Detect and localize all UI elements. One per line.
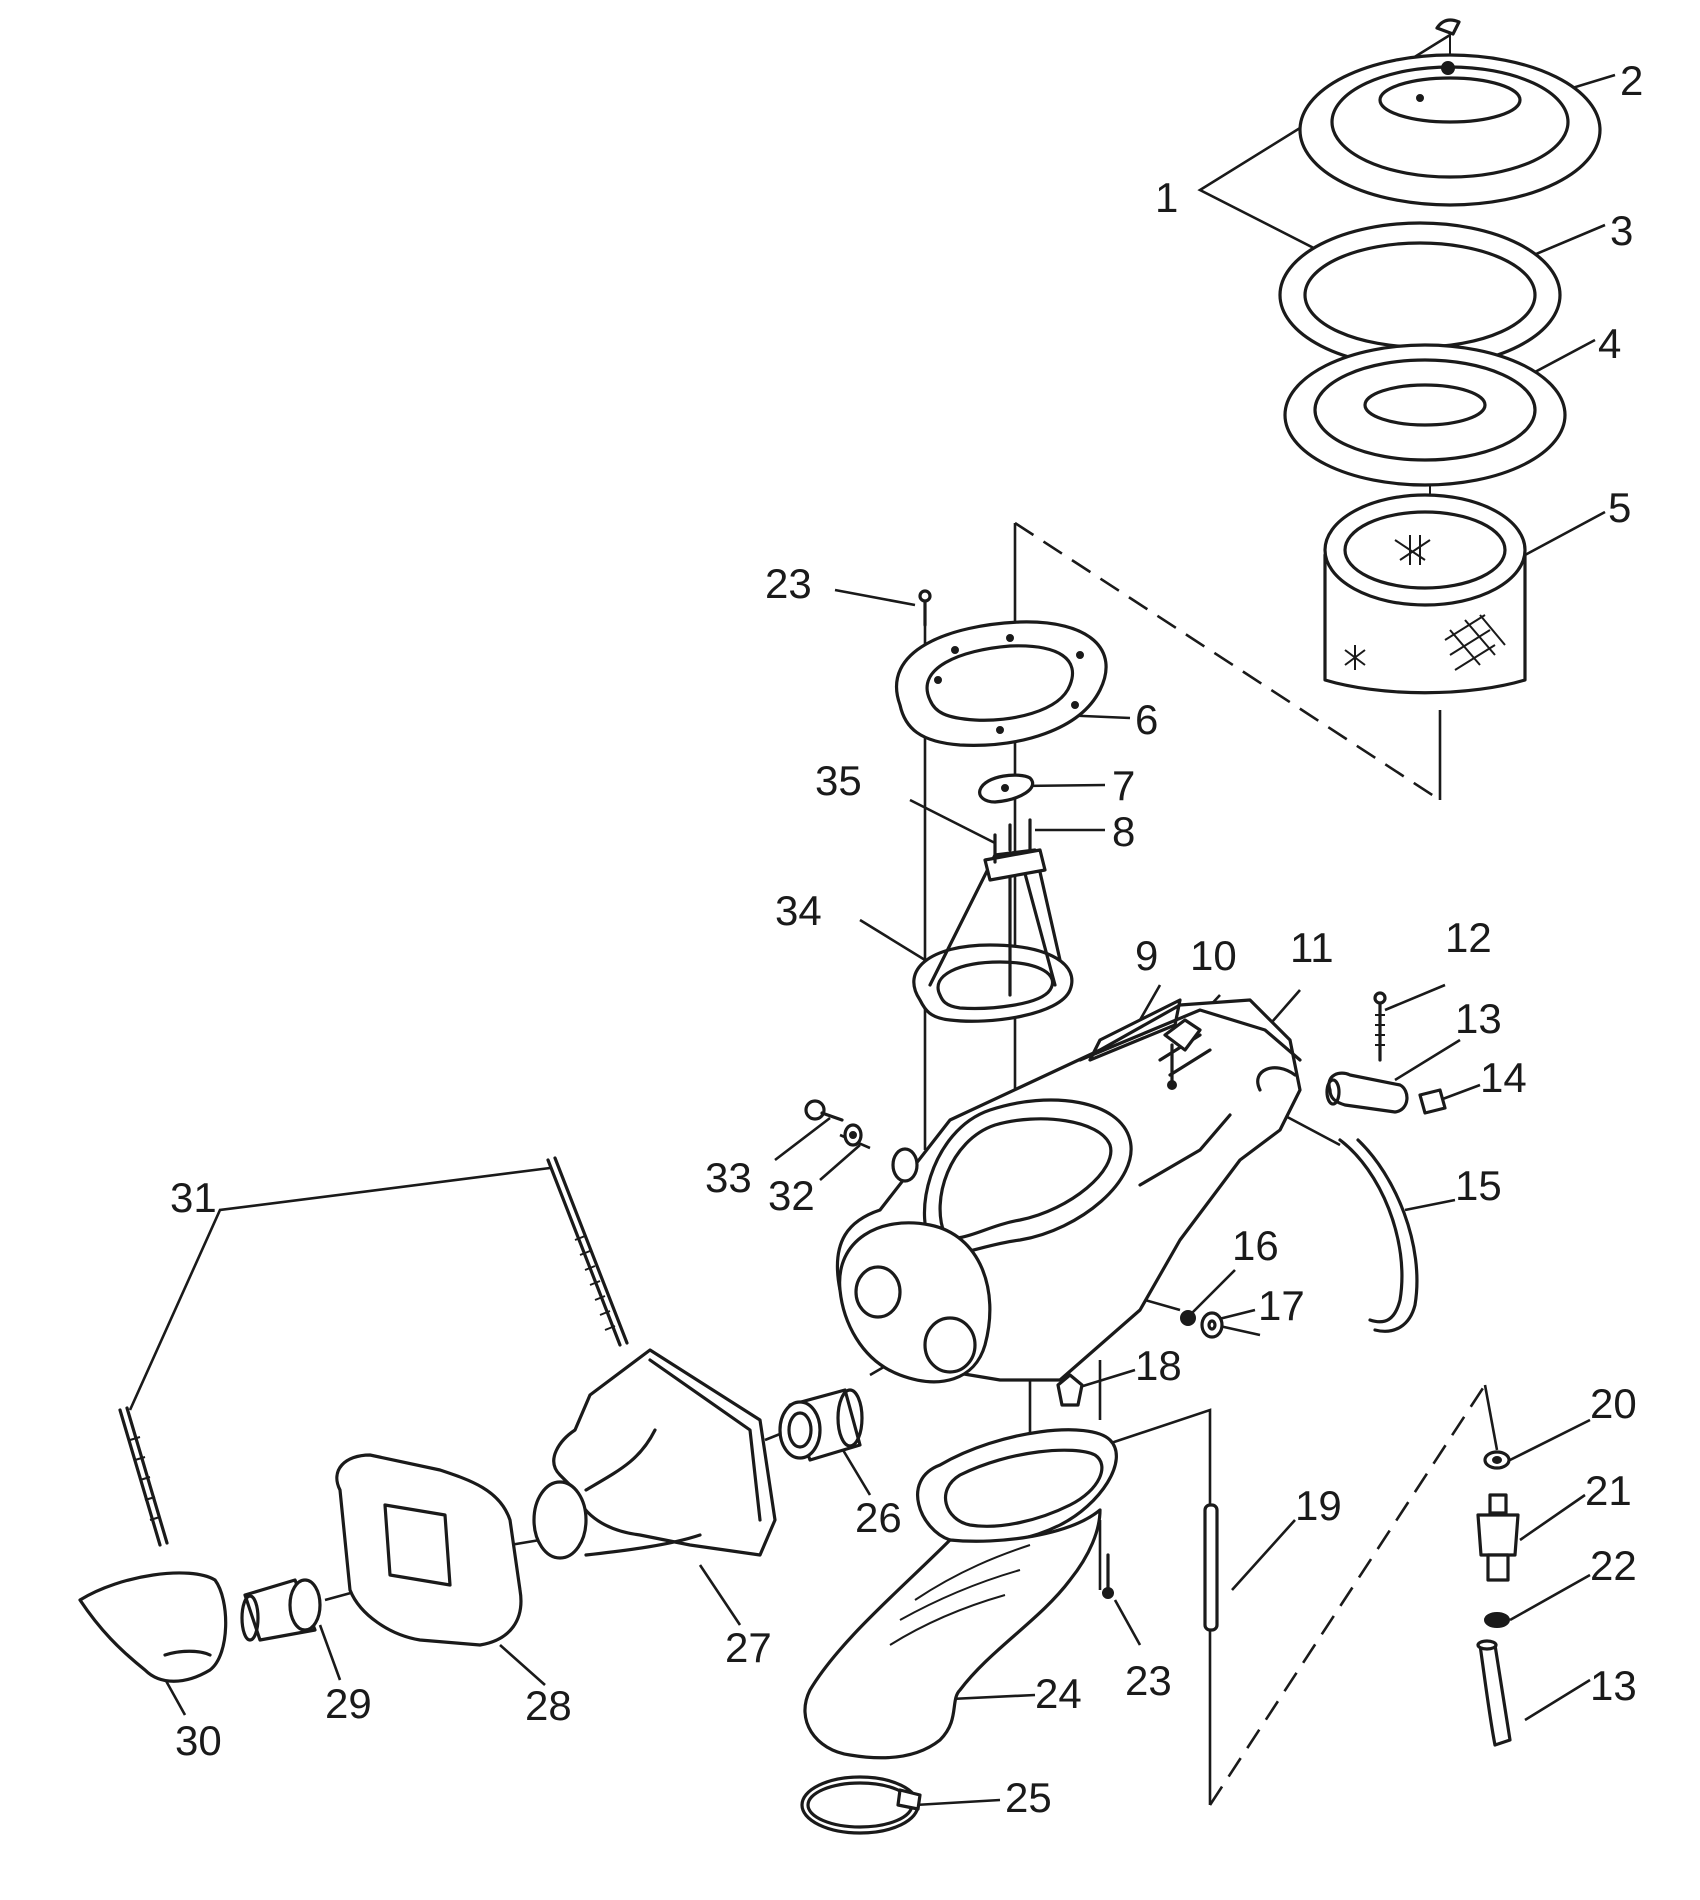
part-13-lower-hose: [1476, 1639, 1512, 1747]
callout-23b: 23: [1125, 1657, 1172, 1704]
callout-20: 20: [1590, 1380, 1637, 1427]
callout-2: 2: [1620, 57, 1643, 104]
callout-13b: 13: [1590, 1662, 1637, 1709]
part-28-adapter: [335, 1453, 523, 1647]
callout-31: 31: [170, 1174, 217, 1221]
part-29-connector: [240, 1578, 322, 1642]
part-23-screws: [918, 589, 1114, 1599]
callout-23a: 23: [765, 560, 812, 607]
callout-30: 30: [175, 1717, 222, 1764]
airbox-end-panel: [838, 1221, 992, 1384]
callout-26: 26: [855, 1494, 902, 1541]
part-24-intake-duct: [803, 1428, 1118, 1760]
part-15-hose: [1338, 1138, 1419, 1333]
airbox-side-tube: [891, 1147, 919, 1183]
callout-18: 18: [1135, 1342, 1182, 1389]
part-5-air-filter-element: [1323, 493, 1527, 695]
callout-1: 1: [1155, 174, 1178, 221]
callout-14: 14: [1480, 1054, 1527, 1101]
callout-7: 7: [1112, 762, 1135, 809]
callout-32: 32: [768, 1172, 815, 1219]
callout-24: 24: [1035, 1670, 1082, 1717]
callout-19: 19: [1295, 1482, 1342, 1529]
callout-22: 22: [1590, 1542, 1637, 1589]
part-17-washer: [1200, 1311, 1224, 1339]
part-4-filter-plate: [1283, 343, 1567, 487]
callout-25: 25: [1005, 1774, 1052, 1821]
callout-5: 5: [1608, 484, 1631, 531]
part-31-screws: [118, 1156, 629, 1547]
callout-4: 4: [1598, 320, 1621, 367]
part-10-fitting: [1163, 1018, 1202, 1090]
callout-12: 12: [1445, 914, 1492, 961]
part-20-washer: [1483, 1450, 1511, 1470]
part-14-cap: [1418, 1088, 1447, 1115]
callout-3: 3: [1610, 207, 1633, 254]
part-2-filter-cover: [1298, 53, 1602, 207]
callout-15: 15: [1455, 1162, 1502, 1209]
part-22-washer: [1484, 1612, 1510, 1628]
callout-labels: 1 2 3 4 5 6 7 8 9 10 11 12 13 13 14 15 1…: [170, 57, 1643, 1821]
part-21-fuel-filter: [1476, 1493, 1520, 1582]
callout-16: 16: [1232, 1222, 1279, 1269]
part-8-stud: [1008, 818, 1032, 852]
part-13-hose: [1325, 1071, 1409, 1114]
callout-34: 34: [775, 887, 822, 934]
part-27-intake-silencer: [532, 1348, 777, 1560]
part-18-fitting: [1056, 1373, 1084, 1407]
part-33-bolt: [804, 1099, 844, 1122]
part-12-screw: [1373, 991, 1387, 1062]
part-30-intake-cap: [78, 1571, 228, 1683]
part-34-brace: [912, 848, 1074, 1023]
part-25-clamp: [800, 1775, 922, 1835]
part-6-gasket: [894, 620, 1108, 747]
part-32-washer: [843, 1123, 863, 1147]
callout-29: 29: [325, 1680, 372, 1727]
callout-28: 28: [525, 1682, 572, 1729]
callout-33: 33: [705, 1154, 752, 1201]
part-19-rod: [1203, 1503, 1219, 1632]
callout-8: 8: [1112, 808, 1135, 855]
part-7-plate: [978, 773, 1034, 804]
callout-11: 11: [1290, 924, 1334, 971]
callout-13a: 13: [1455, 995, 1502, 1042]
callout-9: 9: [1135, 932, 1158, 979]
callout-27: 27: [725, 1624, 772, 1671]
callout-6: 6: [1135, 696, 1158, 743]
callout-21: 21: [1585, 1467, 1632, 1514]
part-26-boot: [778, 1388, 864, 1462]
callout-17: 17: [1258, 1282, 1305, 1329]
part-16-nut: [1180, 1310, 1196, 1326]
callout-10: 10: [1190, 932, 1237, 979]
callout-35: 35: [815, 757, 862, 804]
